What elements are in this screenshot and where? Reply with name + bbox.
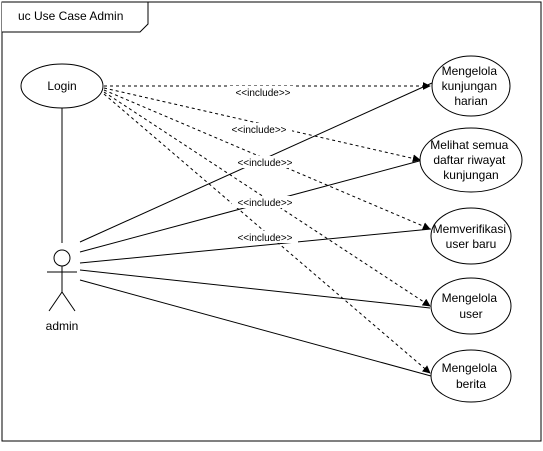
assoc-uc5 xyxy=(79,279,432,377)
assoc-uc3 xyxy=(79,228,432,264)
include-uc3 xyxy=(103,89,431,230)
system-frame xyxy=(1,1,542,442)
include-labels: <<include>> <<include>> <<include>> <<in… xyxy=(226,86,298,244)
assoc-uc4 xyxy=(79,269,431,309)
actor-name: admin xyxy=(46,319,79,333)
use-case-uc1-label: Mengelola kunjungan harian xyxy=(442,64,501,108)
include-label-uc2: <<include>> xyxy=(231,125,286,136)
frame-title: uc Use Case Admin xyxy=(18,9,123,23)
actor-admin[interactable] xyxy=(47,249,77,312)
include-label-uc5: <<include>> xyxy=(237,233,292,244)
use-case-mengelola-kunjungan-harian[interactable]: Mengelola kunjungan harian xyxy=(431,55,511,117)
use-case-melihat-riwayat-kunjungan[interactable]: Melihat semua daftar riwayat kunjungan xyxy=(419,127,523,193)
use-case-uc4-label: Mengelola user xyxy=(442,291,501,321)
use-case-memverifikasi-user-baru[interactable]: Memverifikasi user baru xyxy=(430,207,512,265)
use-case-mengelola-berita[interactable]: Mengelola berita xyxy=(430,349,512,403)
frame-tab xyxy=(2,1,149,33)
actor-leg-left xyxy=(48,291,63,312)
use-case-uc5-label: Mengelola berita xyxy=(442,361,501,391)
actor-head xyxy=(53,249,71,267)
use-case-uc2-label: Melihat semua daftar riwayat kunjungan xyxy=(430,138,511,182)
include-label-uc1: <<include>> xyxy=(235,88,290,99)
use-case-uc3-label: Memverifikasi user baru xyxy=(433,222,510,251)
use-case-login[interactable]: Login xyxy=(20,63,104,109)
actor-leg-right xyxy=(61,291,76,312)
include-label-uc3: <<include>> xyxy=(237,158,292,169)
use-case-login-label: Login xyxy=(47,79,76,93)
use-case-mengelola-user[interactable]: Mengelola user xyxy=(430,277,512,335)
include-label-uc4: <<include>> xyxy=(237,198,292,209)
